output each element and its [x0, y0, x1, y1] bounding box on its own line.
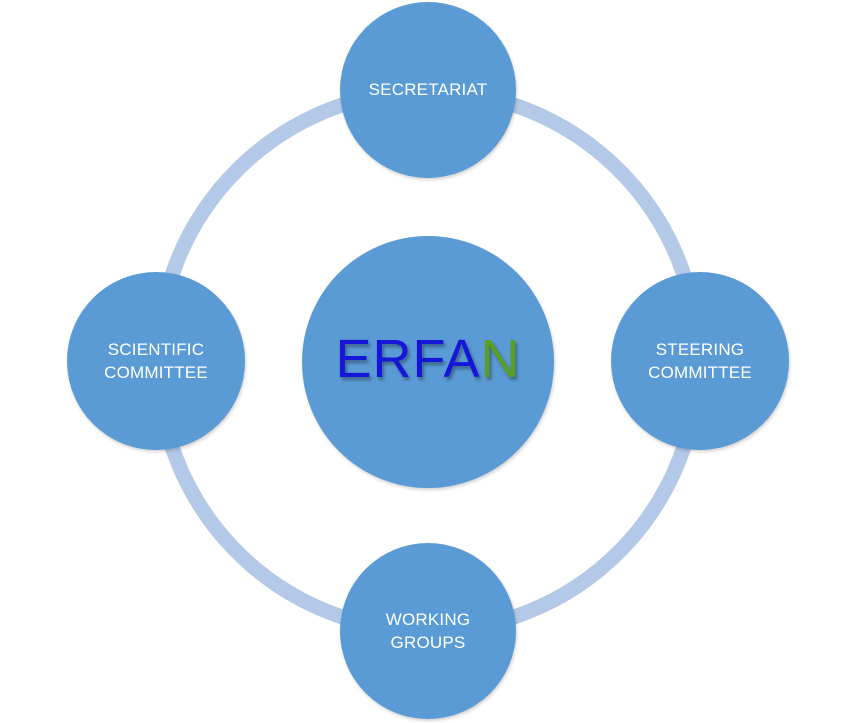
steering-committee-node[interactable]: STEERING COMMITTEE: [611, 272, 789, 450]
node-label-line: SCIENTIFIC: [107, 340, 205, 359]
scientific-committee-label: SCIENTIFIC COMMITTEE: [104, 338, 208, 384]
center-node-erfan[interactable]: ERFAN: [302, 236, 554, 488]
node-label-line: WORKING: [385, 610, 471, 629]
working-groups-node[interactable]: WORKING GROUPS: [340, 543, 516, 719]
erfan-letter: F: [412, 329, 444, 389]
secretariat-label: SECRETARIAT: [369, 78, 488, 101]
erfan-letter: R: [372, 329, 413, 389]
node-label-line: COMMITTEE: [648, 363, 752, 382]
erfan-letter: N: [480, 329, 521, 389]
secretariat-node[interactable]: SECRETARIAT: [340, 2, 516, 178]
erfan-letter: E: [335, 329, 373, 389]
erfan-letter: A: [443, 329, 481, 389]
node-label-line: COMMITTEE: [104, 363, 208, 382]
working-groups-label: WORKING GROUPS: [386, 608, 471, 654]
scientific-committee-node[interactable]: SCIENTIFIC COMMITTEE: [67, 272, 245, 450]
node-label-line: STEERING: [655, 340, 745, 359]
node-label-line: SECRETARIAT: [368, 79, 488, 99]
erfan-title: ERFAN: [335, 332, 520, 386]
node-label-line: GROUPS: [390, 633, 466, 652]
steering-committee-label: STEERING COMMITTEE: [648, 338, 752, 384]
